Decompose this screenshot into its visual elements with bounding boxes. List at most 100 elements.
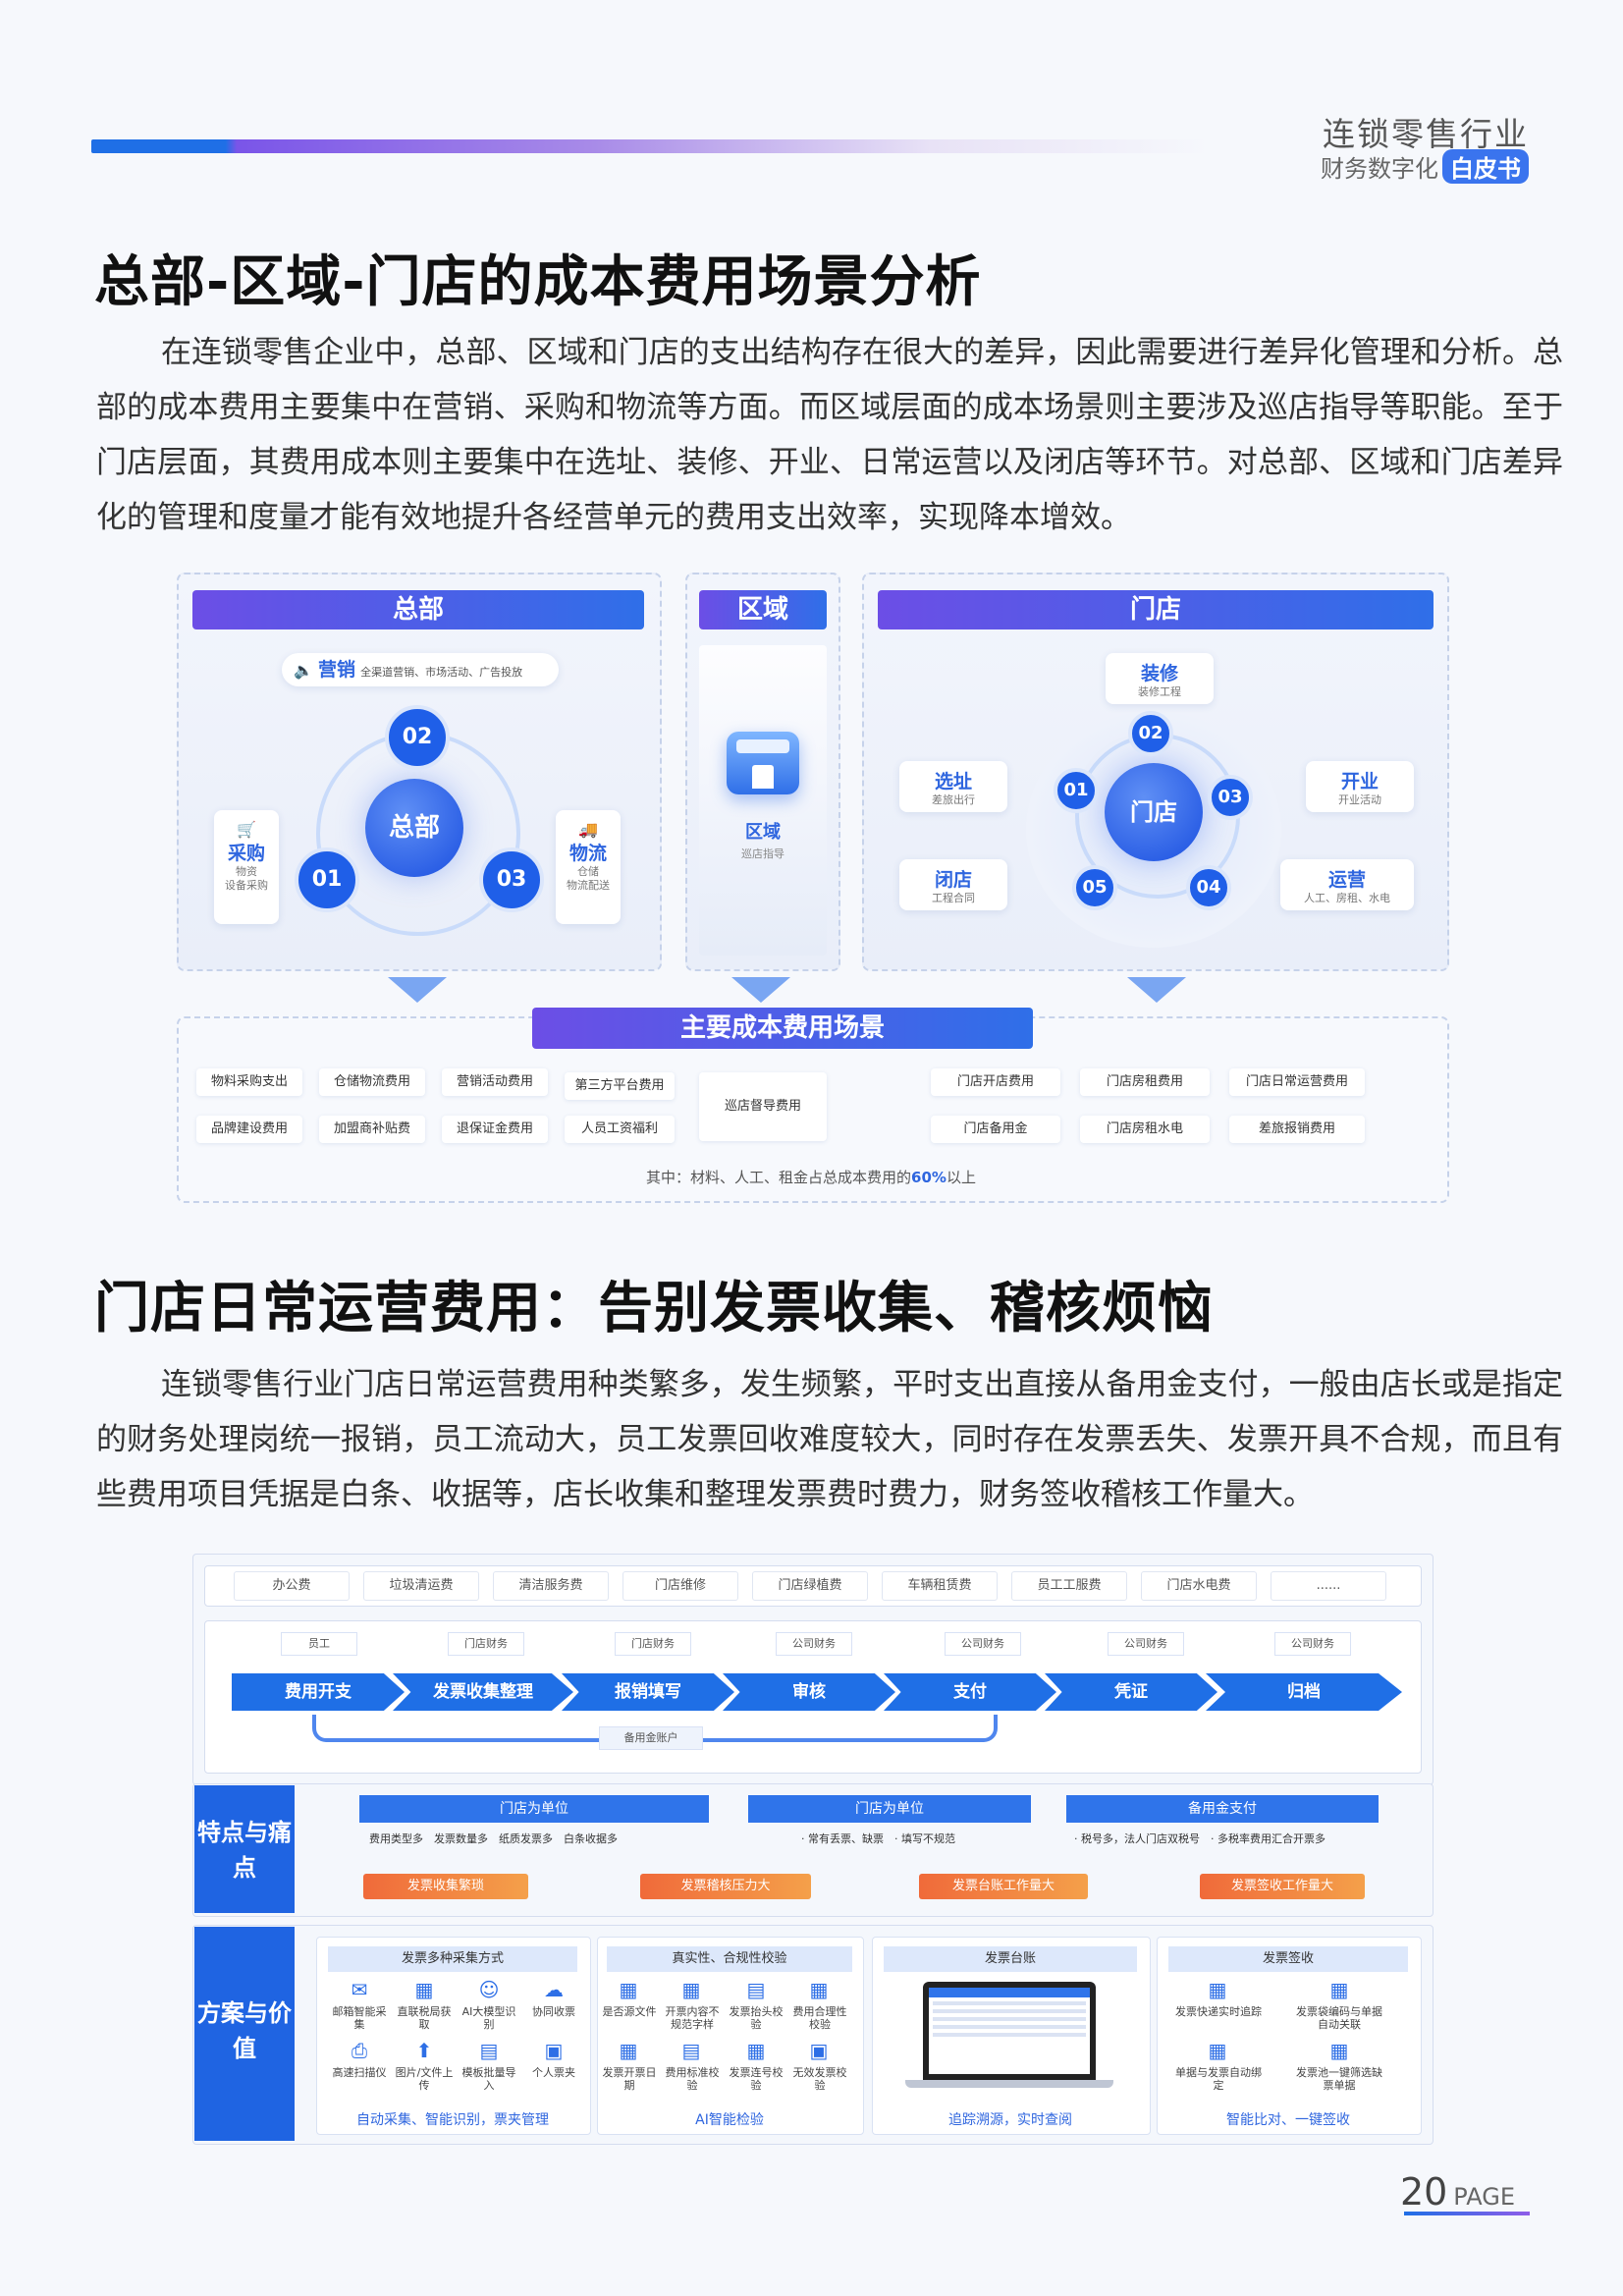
brand-title: 连锁零售行业	[1323, 115, 1529, 153]
operation-desc: 人工、房租、水电	[1304, 892, 1390, 904]
laptop-icon	[923, 1982, 1096, 2080]
region-photo	[699, 645, 827, 956]
marketing-card: 🔈 营销 全渠道营销、市场活动、广告投放	[282, 653, 559, 686]
verify-item: 费用合理性校验	[792, 2005, 847, 2031]
hq-num-01: 01	[295, 847, 359, 912]
solution-col-head: 发票签收	[1168, 1946, 1408, 1972]
scene-cell: 门店房租水电	[1080, 1116, 1210, 1143]
collect-method: AI大模型识别	[461, 2005, 516, 2031]
speaker-icon: 🔈	[294, 661, 313, 680]
step-voucher: 凭证	[1045, 1673, 1217, 1711]
site-label: 选址	[934, 771, 972, 793]
operation-label: 运营	[1327, 869, 1366, 891]
expense-type: 员工工服费	[1011, 1571, 1127, 1601]
pain-head: 门店为单位	[748, 1795, 1031, 1823]
logistics-desc2: 物流配送	[567, 879, 610, 892]
step-collect-invoice: 发票收集整理	[393, 1673, 573, 1711]
role-label: 公司财务	[1108, 1632, 1184, 1656]
region-desc: 巡店指导	[741, 847, 784, 860]
hq-hub: 总部	[365, 779, 463, 877]
store-num-02: 02	[1128, 711, 1173, 756]
shop-icon	[727, 732, 799, 794]
scene-cell: 人员工资福利	[565, 1116, 675, 1143]
pain-tag: 发票收集繁琐	[363, 1874, 528, 1899]
collect-method: 邮箱智能采集	[332, 2005, 387, 2031]
scene-cell: 加盟商补贴费	[319, 1116, 425, 1143]
brand-subtitle-text: 财务数字化	[1321, 155, 1438, 183]
verify-item: 是否源文件	[602, 2005, 657, 2018]
closing-label: 闭店	[934, 869, 972, 891]
cost-note: 其中：材料、人工、租金占总成本费用的60%以上	[177, 1167, 1445, 1187]
verify-item: 发票开票日期	[602, 2066, 657, 2092]
store-num-05: 05	[1072, 865, 1117, 910]
hq-num-03: 03	[479, 847, 544, 912]
expense-type: 清洁服务费	[493, 1571, 609, 1601]
arrow-down-icon	[1127, 977, 1186, 1003]
pain-tag: 发票签收工作量大	[1200, 1874, 1365, 1899]
pain-tag: 发票台账工作量大	[919, 1874, 1088, 1899]
invalid-icon: ▣	[809, 2039, 829, 2062]
step-archive: 归档	[1206, 1673, 1402, 1711]
procure-desc1: 物资	[236, 865, 257, 878]
scene-cell: 品牌建设费用	[196, 1116, 302, 1143]
procure-desc2: 设备采购	[225, 879, 268, 892]
cost-note-prefix: 其中：材料、人工、租金占总成本费用的	[646, 1169, 912, 1186]
renovation-label: 装修	[1140, 663, 1178, 684]
store-hub: 门店	[1105, 763, 1203, 861]
brand-subtitle: 财务数字化白皮书	[1321, 149, 1529, 184]
page-number-underline	[1404, 2212, 1530, 2215]
truck-icon: 🚚	[578, 820, 598, 839]
verify-item: 发票连号校验	[729, 2066, 784, 2092]
verify-item: 费用标准校验	[665, 2066, 720, 2092]
hq-panel: 总部 🔈 营销 全渠道营销、市场活动、广告投放 总部 02 01 03 🛒 采购…	[177, 573, 662, 971]
collect-method: 直联税局获取	[397, 2005, 452, 2031]
store-item-opening: 开业 开业活动	[1306, 761, 1414, 812]
scene-cell: 门店房租费用	[1080, 1068, 1210, 1096]
pain-detail: 费用类型多 发票数量多 纸质发票多 白条收据多	[369, 1832, 618, 1845]
collect-method: 协同收票	[532, 2005, 575, 2018]
logistics-label: 物流	[568, 843, 607, 864]
verify-item: 发票抬头校验	[729, 2005, 784, 2031]
page-number-value: 20	[1399, 2170, 1448, 2214]
express-icon: ▦	[1208, 1978, 1227, 2001]
expense-type: 门店绿植费	[752, 1571, 868, 1601]
cloud-icon: ☁	[544, 1978, 564, 2001]
store-num-04: 04	[1186, 865, 1231, 910]
pain-tag: 发票稽核压力大	[640, 1874, 811, 1899]
scene-cell: 差旅报销费用	[1229, 1116, 1365, 1143]
step-payment: 支付	[884, 1673, 1056, 1711]
petty-cash-account: 备用金账户	[599, 1726, 703, 1750]
title-check-icon: ▤	[746, 1978, 766, 2001]
scene-cell: 门店日常运营费用	[1229, 1068, 1365, 1096]
store-panel: 门店 门店 02 01 03 04 05 装修 装修工程 选址 差旅出行 开业 …	[862, 573, 1449, 971]
tax-office-icon: ▦	[414, 1978, 434, 2001]
mail-icon: ✉	[351, 1978, 368, 2001]
header-gradient-bar	[91, 139, 1211, 153]
pain-detail: · 税号多，法人门店双税号 · 多税率费用汇合开票多	[1074, 1832, 1325, 1845]
logistics-desc1: 仓储	[577, 865, 599, 878]
scene-cell: 门店开店费用	[931, 1068, 1060, 1096]
verify-item: 无效发票校验	[792, 2066, 847, 2092]
region-panel: 区域 区域 巡店指导	[685, 573, 840, 971]
hq-panel-title: 总部	[192, 590, 644, 629]
solution-side-label: 方案与价值	[194, 1927, 295, 2141]
pain-side-label: 特点与痛点	[194, 1785, 295, 1913]
solution-col-foot: AI智能检验	[695, 2112, 764, 2128]
filter-icon: ▦	[1329, 2039, 1349, 2062]
laptop-base	[905, 2080, 1113, 2088]
pain-detail: · 常有丢票、缺票 · 填写不规范	[801, 1832, 955, 1845]
cost-note-pct: 60%	[911, 1169, 947, 1186]
store-item-closing: 闭店 工程合同	[899, 859, 1007, 910]
page-word: PAGE	[1453, 2183, 1515, 2211]
arrow-down-icon	[731, 977, 790, 1003]
collect-method: 高速扫描仪	[332, 2066, 387, 2079]
opening-desc: 开业活动	[1338, 793, 1381, 806]
scene-cell: 营销活动费用	[442, 1068, 548, 1096]
scene-cell: 门店备用金	[931, 1116, 1060, 1143]
procure-label: 采购	[227, 843, 265, 864]
expense-type: 办公费	[234, 1571, 350, 1601]
ai-icon: ☺	[478, 1978, 500, 2001]
store-item-operation: 运营 人工、房租、水电	[1280, 859, 1414, 910]
closing-desc: 工程合同	[932, 892, 975, 904]
